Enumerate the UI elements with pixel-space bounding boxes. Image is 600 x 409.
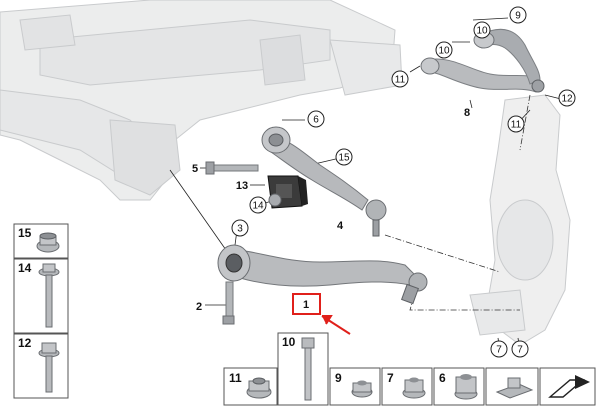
callout-3[interactable]: 3	[231, 219, 249, 237]
legend-item-10[interactable]: 10	[277, 332, 329, 406]
highlight-part-1[interactable]: 1	[292, 293, 321, 315]
svg-text:11: 11	[511, 120, 522, 131]
tall-nut-icon	[454, 374, 478, 400]
callout-10a[interactable]: 10	[473, 21, 491, 39]
legend-item-14[interactable]: 14	[13, 258, 69, 334]
svg-text:10: 10	[476, 26, 488, 37]
legend-item-15[interactable]: 15	[13, 223, 69, 259]
svg-text:11: 11	[395, 75, 406, 86]
svg-text:6: 6	[313, 115, 319, 126]
callout-7b[interactable]: 7	[511, 340, 529, 358]
label-13[interactable]: 13	[236, 180, 248, 192]
label-4[interactable]: 4	[337, 220, 344, 232]
legend-left: 15 14 12	[13, 223, 69, 399]
svg-text:15: 15	[18, 226, 32, 240]
svg-text:12: 12	[18, 336, 32, 350]
callout-14[interactable]: 14	[249, 196, 267, 214]
svg-text:6: 6	[439, 371, 446, 385]
label-8[interactable]: 8	[464, 107, 470, 119]
callout-12[interactable]: 12	[558, 89, 576, 107]
cage-nut-icon	[495, 377, 534, 399]
callout-11b[interactable]: 11	[507, 115, 525, 133]
flange-bolt-long-icon	[38, 342, 60, 393]
callout-markers: 9 10 10 11 12 11 6 15 14 3 7 7 8 5 13 4 …	[192, 6, 576, 358]
svg-text:7: 7	[387, 371, 394, 385]
bolt-5[interactable]	[205, 161, 259, 175]
self-locking-nut-icon	[351, 380, 373, 398]
callout-10b[interactable]: 10	[435, 41, 453, 59]
long-bolt-icon	[301, 337, 315, 401]
callout-7a[interactable]: 7	[490, 340, 508, 358]
svg-text:12: 12	[561, 94, 573, 105]
svg-text:10: 10	[438, 46, 450, 57]
svg-text:10: 10	[282, 335, 296, 349]
lower-control-arm[interactable]	[217, 244, 428, 305]
label-5[interactable]: 5	[192, 163, 198, 175]
callout-11a[interactable]: 11	[391, 70, 409, 88]
collar-nut-icon	[402, 377, 426, 399]
svg-text:15: 15	[338, 153, 350, 164]
legend-item-12[interactable]: 12	[13, 333, 69, 399]
svg-text:7: 7	[496, 345, 502, 356]
label-2[interactable]: 2	[196, 301, 202, 313]
red-pointer-arrow	[321, 315, 351, 335]
nut-14[interactable]	[268, 193, 282, 207]
svg-text:1: 1	[303, 299, 309, 311]
legend-item-11[interactable]: 11	[223, 367, 278, 406]
svg-text:7: 7	[517, 345, 523, 356]
callout-6[interactable]: 6	[307, 110, 325, 128]
legend-bottom: 11 9 7 6	[223, 367, 596, 406]
legend-item-cage-nut[interactable]	[485, 367, 539, 406]
next-page-button[interactable]	[539, 367, 596, 406]
svg-text:9: 9	[515, 11, 521, 22]
next-page-arrow-icon	[548, 375, 590, 398]
hex-nut-icon	[246, 377, 272, 399]
svg-text:3: 3	[237, 224, 243, 235]
flange-nut-icon	[36, 232, 60, 253]
svg-text:9: 9	[335, 371, 342, 385]
svg-text:14: 14	[252, 201, 264, 212]
callout-15[interactable]: 15	[335, 148, 353, 166]
svg-text:14: 14	[18, 261, 32, 275]
svg-text:11: 11	[229, 371, 242, 385]
legend-item-7[interactable]: 7	[381, 367, 433, 406]
legend-item-6[interactable]: 6	[433, 367, 485, 406]
bolt-2[interactable]	[222, 281, 235, 325]
upper-control-arm[interactable]	[420, 28, 545, 93]
tension-strut[interactable]	[261, 126, 387, 237]
subframe-ghost	[0, 0, 403, 201]
legend-item-9[interactable]: 9	[329, 367, 381, 406]
wheel-carrier-ghost	[469, 94, 571, 346]
callout-9[interactable]: 9	[509, 6, 527, 24]
flange-bolt-icon	[38, 263, 60, 328]
